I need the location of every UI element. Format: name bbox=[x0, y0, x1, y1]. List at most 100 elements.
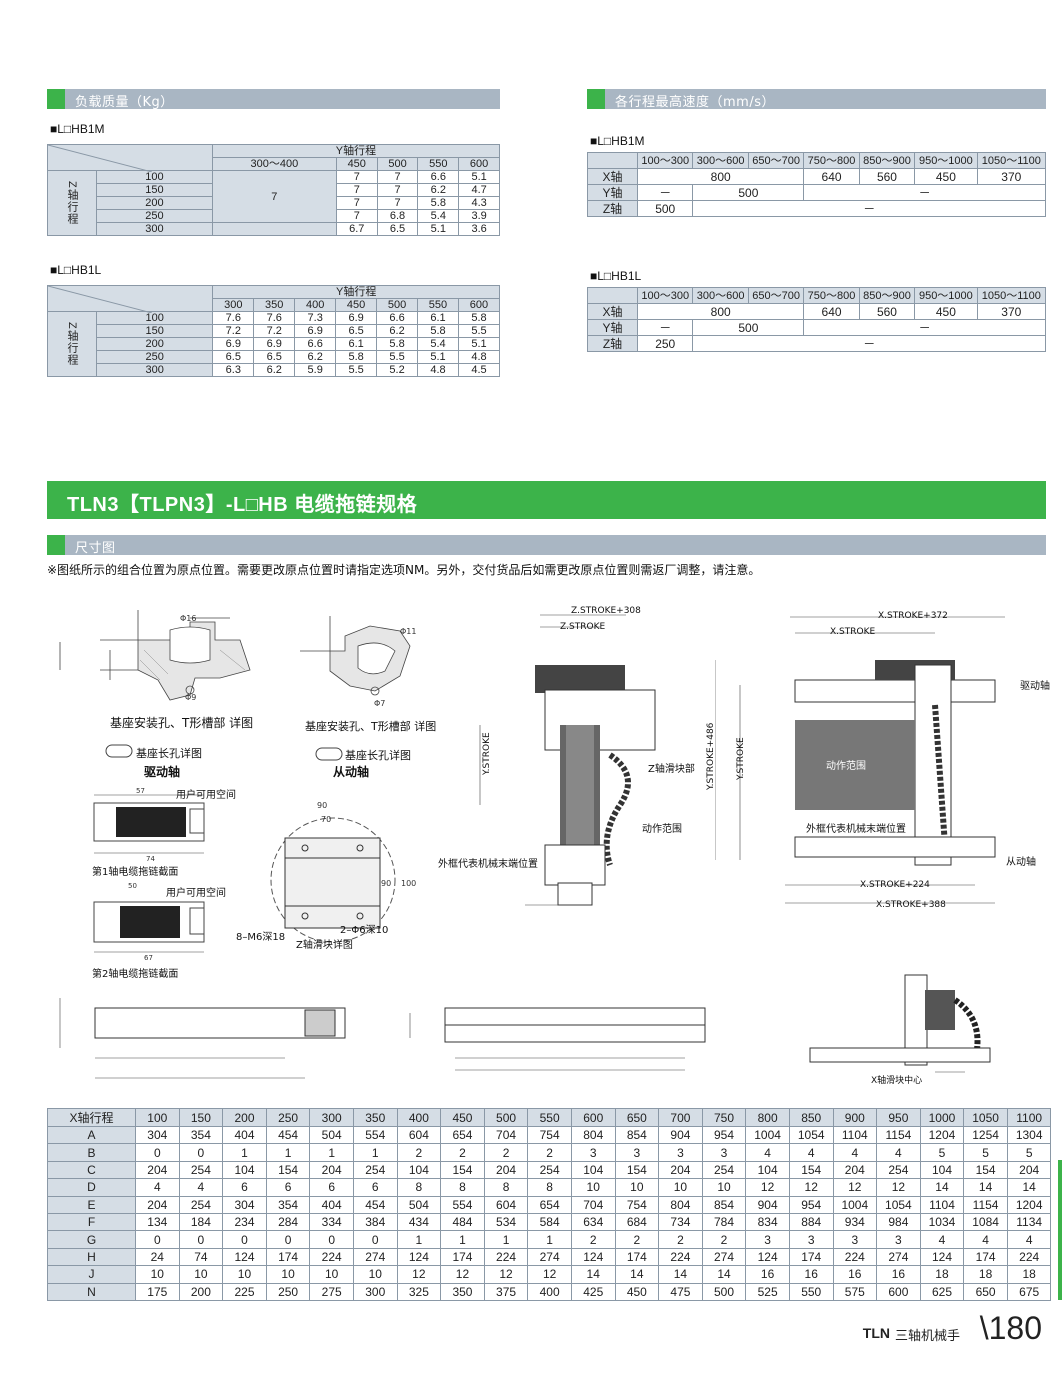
dim-row-key: B bbox=[47, 1143, 136, 1162]
dim-value: 174 bbox=[614, 1247, 660, 1267]
load-value: 6.9 bbox=[212, 337, 255, 351]
dim-value: 304 bbox=[222, 1195, 267, 1214]
dim-value: 575 bbox=[832, 1282, 878, 1301]
dim-value: 154 bbox=[440, 1160, 485, 1180]
dim-value: 8 bbox=[440, 1178, 485, 1197]
load-value: 6.2 bbox=[376, 324, 419, 338]
dim-xstroke372: X.STROKE+372 bbox=[878, 611, 948, 621]
load-value: 5.1 bbox=[457, 337, 501, 351]
dim-value: 1 bbox=[265, 1143, 311, 1162]
dim-value: 10 bbox=[658, 1178, 703, 1197]
dim-value: 954 bbox=[701, 1125, 747, 1145]
dim-value: 3 bbox=[701, 1143, 747, 1162]
footer-brand: TLN bbox=[862, 1325, 890, 1341]
dim-xstroke388: X.STROKE+388 bbox=[876, 900, 946, 910]
dim-value: 1054 bbox=[788, 1125, 834, 1145]
load-value: 3.6 bbox=[458, 222, 500, 236]
dim-value: 254 bbox=[876, 1160, 921, 1180]
load-value: 6.9 bbox=[253, 337, 296, 351]
dim-value: 12 bbox=[483, 1265, 529, 1284]
driven-shaft-label: 从动轴 bbox=[1006, 857, 1036, 868]
dim-value: 16 bbox=[832, 1265, 878, 1284]
dim-value: 1084 bbox=[963, 1212, 1008, 1232]
load-value: 5.4 bbox=[417, 337, 459, 351]
speed-col-header: 1050～1100 bbox=[976, 152, 1047, 169]
load-value: 6.1 bbox=[417, 311, 459, 325]
load-value: 7 bbox=[335, 170, 378, 184]
dim-value: 18 bbox=[919, 1265, 965, 1284]
dim-col-header: 250 bbox=[265, 1108, 311, 1127]
dim-row-key: H bbox=[47, 1247, 136, 1267]
speed-col-header: 750～800 bbox=[803, 287, 860, 304]
dim-value: 6 bbox=[265, 1178, 311, 1197]
z-stroke-value: 150 bbox=[96, 183, 213, 197]
dims-section-bar: 尺寸图 bbox=[47, 535, 1046, 556]
drive-slot-caption: 基座长孔详图 bbox=[136, 747, 202, 760]
dim-value: 1304 bbox=[1006, 1125, 1052, 1145]
dim-value: 2 bbox=[570, 1230, 616, 1249]
axis-label: Y轴 bbox=[587, 184, 638, 201]
dim-col-header: 450 bbox=[440, 1108, 485, 1127]
dim-value: 134 bbox=[135, 1212, 180, 1232]
dim-value: 174 bbox=[440, 1247, 485, 1267]
dim-value: 6 bbox=[309, 1178, 354, 1197]
driven-axis-caption: 从动轴 bbox=[333, 765, 370, 779]
load-value: 7.2 bbox=[253, 324, 296, 338]
dim-value: 2 bbox=[440, 1143, 485, 1162]
load-value: 7 bbox=[335, 183, 378, 197]
load-value: 5.4 bbox=[417, 209, 460, 223]
axis-label: Y轴 bbox=[587, 319, 638, 336]
dim-col-header: 200 bbox=[222, 1108, 267, 1127]
svg-text:Φ7: Φ7 bbox=[374, 699, 385, 708]
dim-value: 654 bbox=[527, 1195, 572, 1214]
cable-chain-spec-band: TLN3【TLPN3】-L□HB 电缆拖链规格 bbox=[47, 481, 1046, 519]
dim-value: 754 bbox=[527, 1125, 572, 1145]
axis-label: Z轴 bbox=[587, 200, 638, 217]
dim-value: 550 bbox=[788, 1282, 834, 1301]
dim-value: 124 bbox=[919, 1247, 965, 1267]
z-slider-caption: Z轴滑块详图 bbox=[296, 940, 353, 951]
cable-chain-spec-title: TLN3【TLPN3】-L□HB 电缆拖链规格 bbox=[67, 494, 418, 516]
dim-value: 12 bbox=[396, 1265, 442, 1284]
dim-value: 2 bbox=[614, 1230, 660, 1249]
perspective-drawing bbox=[809, 974, 991, 1073]
speed-row-y: Y轴－500－ bbox=[587, 184, 1046, 201]
load-value: 7 bbox=[335, 196, 378, 210]
x-slider-center-label: X轴滑块中心 bbox=[871, 1076, 923, 1086]
top-view-drawing bbox=[715, 616, 1005, 904]
dim-value: 234 bbox=[222, 1212, 267, 1232]
dim-ystroke-top: Y.STROKE bbox=[736, 737, 746, 780]
load-hb1m-label: ■L□HB1M bbox=[50, 122, 105, 136]
dim-value: 6 bbox=[352, 1178, 398, 1197]
dim-value: 434 bbox=[396, 1212, 442, 1232]
dim-value: 325 bbox=[396, 1282, 442, 1301]
dim-col-header: 900 bbox=[832, 1108, 878, 1127]
dim-value: 1134 bbox=[1006, 1212, 1052, 1232]
load-value: 6.3 bbox=[212, 363, 255, 377]
dim-col-header: 550 bbox=[527, 1108, 572, 1127]
y-col-header: 550 bbox=[417, 298, 459, 312]
load-value: 5.8 bbox=[417, 196, 460, 210]
dim-value: 175 bbox=[135, 1282, 180, 1301]
dim-value: 650 bbox=[963, 1282, 1008, 1301]
dim-value: 24 bbox=[135, 1247, 180, 1267]
y-col-header: 600 bbox=[457, 298, 501, 312]
dim-value: 1 bbox=[440, 1230, 485, 1249]
dim-value: 124 bbox=[222, 1247, 267, 1267]
dim-value: 1034 bbox=[919, 1212, 965, 1232]
dim-ystroke-side: Y.STROKE bbox=[482, 732, 492, 775]
z-stroke-value: 250 bbox=[96, 209, 213, 223]
dim-value: 954 bbox=[788, 1195, 834, 1214]
load-value: 7 bbox=[335, 209, 378, 223]
motion-range-label-side: 动作范围 bbox=[642, 824, 682, 835]
dim-value: 14 bbox=[658, 1265, 703, 1284]
dim-value: 104 bbox=[570, 1160, 616, 1180]
dim-row-key: A bbox=[47, 1125, 136, 1145]
